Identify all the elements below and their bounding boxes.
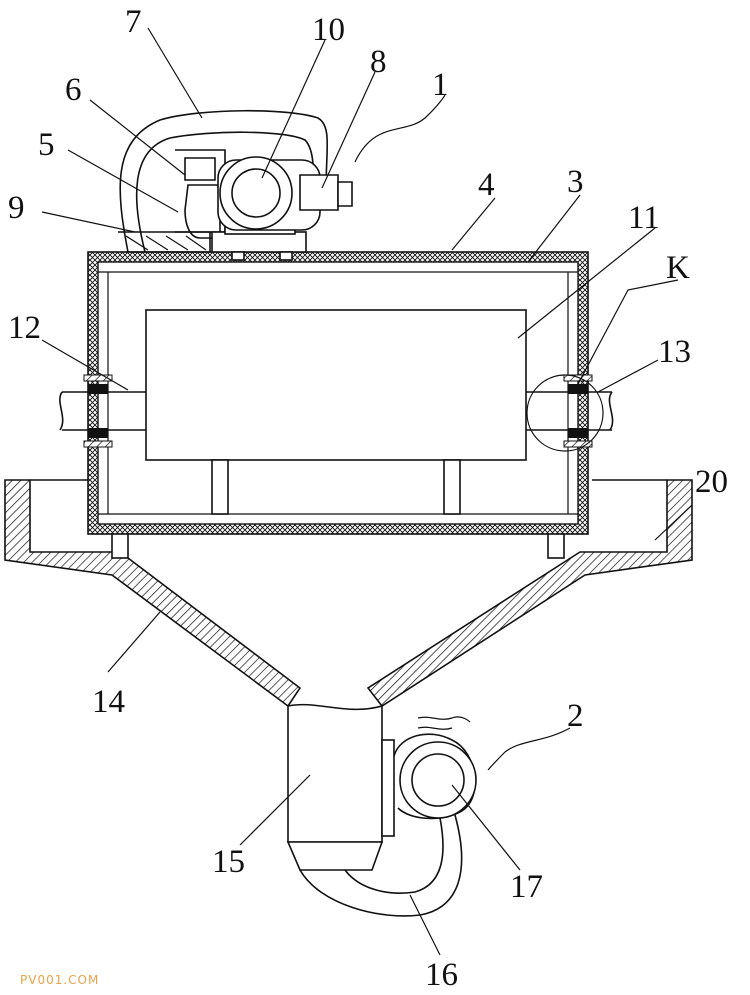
label-8: 8 [370, 44, 387, 80]
bottom-collector [286, 703, 395, 871]
leader-lines [41, 27, 693, 956]
support-legs [111, 531, 565, 559]
label-12: 12 [8, 310, 41, 346]
label-3: 3 [567, 164, 584, 200]
label-2: 2 [567, 698, 584, 734]
label-20: 20 [695, 464, 728, 500]
label-13: 13 [658, 334, 691, 370]
label-7: 7 [125, 4, 142, 40]
right-pipe [526, 374, 614, 452]
label-6: 6 [65, 72, 82, 108]
label-5: 5 [38, 127, 55, 163]
label-17: 17 [510, 869, 543, 905]
label-4: 4 [478, 167, 495, 203]
label-9: 9 [8, 190, 25, 226]
label-10: 10 [312, 12, 345, 48]
watermark: PV001.COM [20, 973, 99, 987]
pump [393, 716, 477, 820]
label-15: 15 [212, 844, 245, 880]
label-14: 14 [92, 684, 125, 720]
label-1: 1 [432, 67, 449, 103]
reference-labels: 7 10 8 1 6 5 9 4 3 11 K 12 13 20 14 2 15… [8, 4, 728, 993]
top-blower-assembly [118, 109, 353, 261]
inner-module [145, 309, 527, 515]
left-pipe [59, 374, 146, 448]
label-11: 11 [628, 200, 660, 236]
funnel-hopper [4, 479, 693, 708]
label-K: K [666, 250, 690, 286]
label-16: 16 [425, 957, 458, 993]
